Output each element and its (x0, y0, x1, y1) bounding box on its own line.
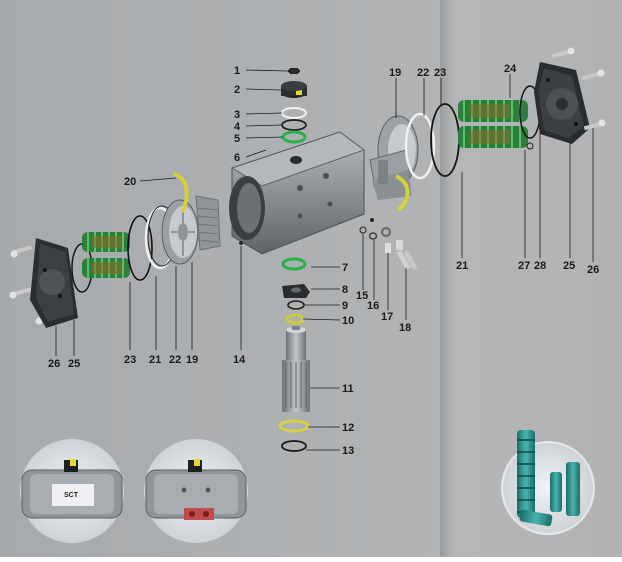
washer-15 (359, 226, 367, 234)
right-end-cap (519, 47, 606, 150)
guide-ring-22 (404, 112, 436, 180)
left-end-cap-assembly (9, 172, 221, 328)
left-callout-21: 21 (149, 354, 162, 366)
callout-10: 10 (342, 315, 355, 327)
left-callout-19: 19 (186, 354, 199, 366)
callout-14: 14 (233, 354, 246, 366)
callout-17: 17 (381, 311, 394, 323)
right-cap-screw (581, 69, 605, 81)
plug-14 (239, 241, 243, 245)
callout-15: 15 (356, 290, 369, 302)
photo-actuator-back (144, 439, 248, 543)
right-cap-screw (583, 119, 606, 131)
o-ring-21 (127, 215, 153, 281)
callout-7: 7 (342, 262, 349, 274)
right-callout-25: 25 (563, 260, 576, 272)
left-cap-screw (9, 287, 32, 299)
guide-band (394, 174, 410, 212)
photo-springs (501, 430, 595, 535)
callout-2: 2 (234, 84, 241, 96)
indicator-stack (281, 68, 307, 144)
stop-nut-17 (385, 243, 391, 253)
left-cap-screw (10, 245, 32, 258)
right-cap-screw (551, 47, 575, 59)
callout-11: 11 (342, 383, 354, 395)
left-callout-26: 26 (48, 358, 61, 370)
right-callout-21: 21 (456, 260, 469, 272)
nameplate-text: SCT (64, 492, 79, 499)
right-springs (458, 100, 528, 148)
washer-12 (278, 419, 310, 433)
o-ring-13 (281, 440, 307, 452)
callout-20: 20 (124, 176, 137, 188)
nut-16 (381, 227, 391, 237)
callout-16: 16 (367, 300, 380, 312)
left-callout-22: 22 (169, 354, 182, 366)
right-callout-26: 26 (587, 264, 600, 276)
callout-6: 6 (234, 152, 241, 164)
leader-lines (55, 69, 594, 451)
small-parts (239, 218, 418, 271)
guide-band-20 (173, 172, 189, 213)
callout-5: 5 (234, 133, 241, 145)
actuator-body (229, 131, 366, 255)
callout-18: 18 (399, 322, 412, 334)
callout-19-right: 19 (389, 67, 402, 79)
left-piston (161, 195, 221, 265)
callout-4: 4 (234, 121, 241, 133)
left-callout-25: 25 (68, 358, 81, 370)
callout-3: 3 (234, 109, 241, 121)
callout-9: 9 (342, 300, 349, 312)
left-springs (82, 232, 130, 278)
callout-12: 12 (342, 422, 355, 434)
callout-8: 8 (342, 284, 349, 296)
photo-actuator-front: SCT (20, 439, 124, 543)
right-piston (369, 103, 460, 212)
callout-1: 1 (234, 65, 241, 77)
callout-24: 24 (504, 63, 517, 75)
nameplate (52, 484, 94, 506)
adjust-screw-18 (396, 250, 418, 271)
pinion-shaft (282, 326, 310, 412)
right-callout-28: 28 (534, 260, 547, 272)
callout-23-right: 23 (434, 67, 447, 79)
right-callout-27: 27 (518, 260, 531, 272)
callout-13: 13 (342, 445, 355, 457)
left-callout-23: 23 (124, 354, 137, 366)
callout-22-right: 22 (417, 67, 430, 79)
bearing-7 (281, 257, 307, 271)
